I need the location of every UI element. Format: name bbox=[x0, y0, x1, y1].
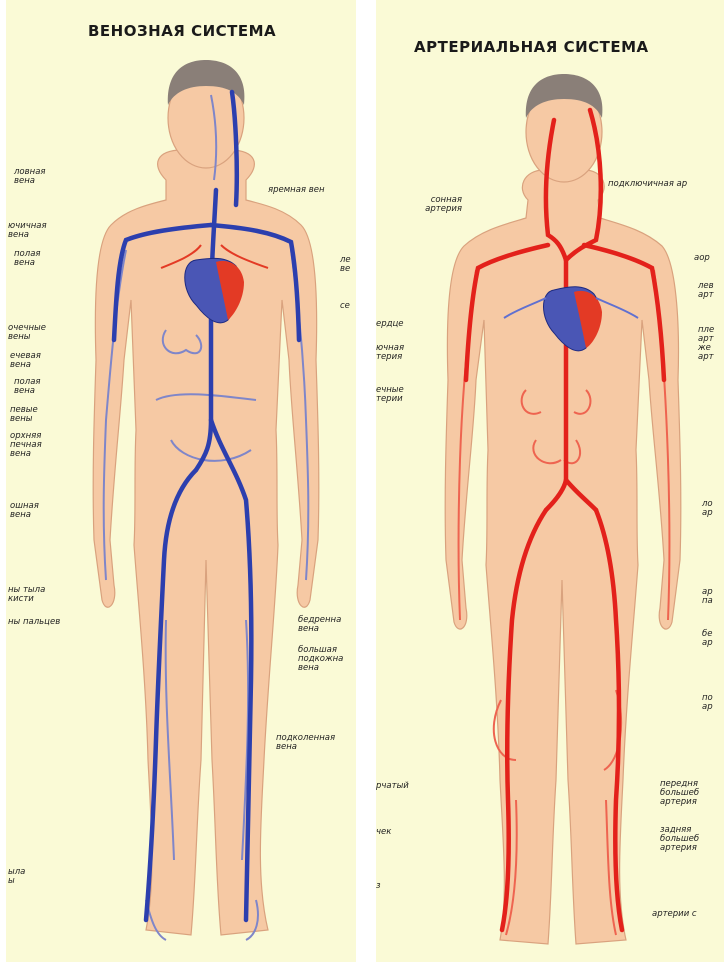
label-great-saphenous-vein: большая подкожна вена bbox=[298, 646, 343, 673]
label-heart: ердце bbox=[376, 320, 404, 329]
label-popliteal-vein: подколенная вена bbox=[276, 734, 335, 752]
label-left-vein: ле ве bbox=[340, 256, 351, 274]
label-aorta: аор bbox=[694, 254, 710, 263]
label-foot-arteries: артерии с bbox=[652, 910, 697, 919]
arterial-system-panel: АРТЕРИАЛЬНАЯ СИСТЕМА bbox=[376, 0, 724, 962]
label-finger-artery: ар па bbox=[702, 588, 713, 606]
label-foot-dorsal-veins: ыла ы bbox=[8, 868, 25, 886]
label-subclavian-artery: подключичная ар bbox=[608, 180, 687, 189]
label-renal-arteries: ечные терии bbox=[376, 386, 404, 404]
label-carotid-artery: сонная артерия bbox=[410, 196, 462, 214]
label-iliac-veins: певые вены bbox=[10, 406, 38, 424]
label-partial-chek: чек bbox=[376, 828, 391, 837]
label-popliteal-artery: по ар bbox=[702, 694, 713, 712]
arterial-body-figure bbox=[376, 0, 724, 962]
label-vena-cava-superior: полая вена bbox=[14, 250, 41, 268]
label-femoral-artery: бе ар bbox=[702, 630, 713, 648]
venous-system-panel: ВЕНОЗНАЯ СИСТЕМА bbox=[6, 0, 356, 962]
label-finger-veins: ны пальцев bbox=[8, 618, 60, 627]
label-vein-head: ловная вена bbox=[14, 168, 46, 186]
label-renal-veins: очечные вены bbox=[8, 324, 46, 342]
label-basilic-vein: ошная вена bbox=[10, 502, 39, 520]
label-vena-cava-inferior: полая вена bbox=[14, 378, 41, 396]
label-jugular-vein: яремная вен bbox=[268, 186, 325, 195]
label-subclavian-vein: ючичная вена bbox=[8, 222, 47, 240]
label-posterior-tibial-artery: задняя большеб артерия bbox=[660, 826, 699, 853]
label-anterior-tibial-artery: передня большеб артерия bbox=[660, 780, 699, 807]
label-brachial-artery: ючная терия bbox=[376, 344, 404, 362]
venous-body-figure bbox=[6, 0, 356, 962]
body-silhouette bbox=[445, 82, 681, 944]
label-hand-dorsal-veins: ны тыла кисти bbox=[8, 586, 45, 604]
label-left-artery: лев арт bbox=[698, 282, 714, 300]
label-arcuate-artery: рчатый bbox=[376, 782, 409, 791]
body-silhouette bbox=[93, 68, 319, 935]
label-partial-z: з bbox=[376, 882, 381, 891]
label-elbow-artery: ло ар bbox=[702, 500, 713, 518]
label-brachial-vein: ечевая вена bbox=[10, 352, 41, 370]
label-shoulder-stomach-arteries: пле арт же арт bbox=[698, 326, 714, 362]
label-hepatic-vein: орхняя печная вена bbox=[10, 432, 42, 459]
label-heart: се bbox=[340, 302, 350, 311]
label-femoral-vein: бедренна вена bbox=[298, 616, 341, 634]
